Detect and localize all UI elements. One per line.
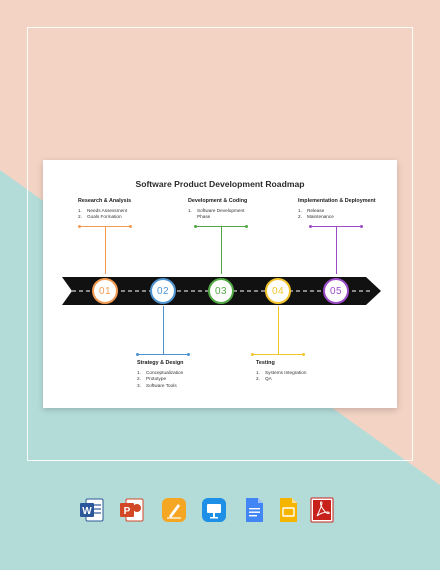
connector-04-h — [252, 354, 304, 355]
step-02-heading: Strategy & Design — [137, 360, 184, 366]
step-02-block: Strategy & Design 1.Conceptualization 2.… — [137, 360, 183, 389]
svg-text:P: P — [124, 506, 131, 517]
list-item: 2.Maintenance — [298, 214, 334, 220]
connector-02-v — [163, 306, 164, 354]
step-02-number: 02 — [156, 285, 170, 297]
step-05-heading: Implementation & Deployment — [298, 198, 376, 204]
connector-03-v — [221, 226, 222, 274]
connector-01-dot-left — [78, 225, 81, 228]
google-slides-icon[interactable] — [274, 496, 302, 524]
connector-05-dot-right — [360, 225, 363, 228]
step-03-circle: 03 — [208, 278, 234, 304]
step-05-list: 1.Release 2.Maintenance — [298, 208, 376, 221]
connector-02-h — [137, 354, 189, 355]
step-03-block: Development & Coding 1.Software Developm… — [188, 198, 247, 221]
list-item: 2.Prototype — [137, 376, 167, 382]
powerpoint-icon[interactable]: P — [118, 496, 146, 524]
connector-04-v — [278, 306, 279, 354]
connector-02-dot-left — [136, 353, 139, 356]
list-item: 1.Needs Assessment — [78, 208, 128, 213]
connector-04-dot-left — [251, 353, 254, 356]
list-item: 2.Goals Formation — [78, 214, 122, 220]
roadmap-title: Software Product Development Roadmap — [135, 179, 305, 189]
list-item: 1.Systems Integration — [256, 370, 307, 375]
step-01-list: 1.Needs Assessment 2.Goals Formation — [78, 208, 131, 221]
step-04-circle: 04 — [265, 278, 291, 304]
connector-05-v — [336, 226, 337, 274]
list-item: 1.Conceptualization — [137, 370, 184, 375]
step-01-heading: Research & Analysis — [78, 198, 132, 204]
connector-01-v — [105, 226, 106, 274]
step-01-block: Research & Analysis 1.Needs Assessment 2… — [78, 198, 131, 221]
connector-03-dot-right — [245, 225, 248, 228]
svg-text:W: W — [82, 506, 92, 517]
list-item: 2.QA — [256, 376, 272, 382]
step-03-number: 03 — [214, 285, 228, 297]
keynote-icon[interactable] — [200, 496, 228, 524]
google-docs-icon[interactable] — [240, 496, 268, 524]
pages-icon[interactable] — [160, 496, 188, 524]
app-icons-row: W P — [0, 496, 440, 526]
connector-01-dot-right — [129, 225, 132, 228]
pdf-icon[interactable] — [308, 496, 336, 524]
step-05-circle: 05 — [323, 278, 349, 304]
step-04-heading: Testing — [256, 360, 275, 366]
connector-04-dot-right — [302, 353, 305, 356]
step-04-block: Testing 1.Systems Integration 2.QA — [256, 360, 306, 383]
step-05-block: Implementation & Deployment 1.Release 2.… — [298, 198, 376, 221]
connector-05-dot-left — [309, 225, 312, 228]
step-05-number: 05 — [329, 285, 343, 297]
step-02-circle: 02 — [150, 278, 176, 304]
list-item: 1.Release — [298, 208, 325, 213]
decorative-frame — [27, 27, 413, 461]
connector-02-dot-right — [187, 353, 190, 356]
step-01-number: 01 — [98, 285, 112, 297]
word-icon[interactable]: W — [78, 496, 106, 524]
step-04-list: 1.Systems Integration 2.QA — [256, 370, 306, 383]
step-04-number: 04 — [271, 285, 285, 297]
list-item: 1.Software Development Phase — [188, 208, 245, 220]
step-03-list: 1.Software Development Phase — [188, 208, 247, 221]
roadmap-card: Software Product Development Roadmap 01 … — [43, 160, 397, 408]
step-02-list: 1.Conceptualization 2.Prototype 3.Softwa… — [137, 370, 183, 389]
connector-03-dot-left — [194, 225, 197, 228]
step-03-heading: Development & Coding — [188, 198, 248, 204]
step-01-circle: 01 — [92, 278, 118, 304]
list-item: 3.Software Tools — [137, 382, 177, 388]
